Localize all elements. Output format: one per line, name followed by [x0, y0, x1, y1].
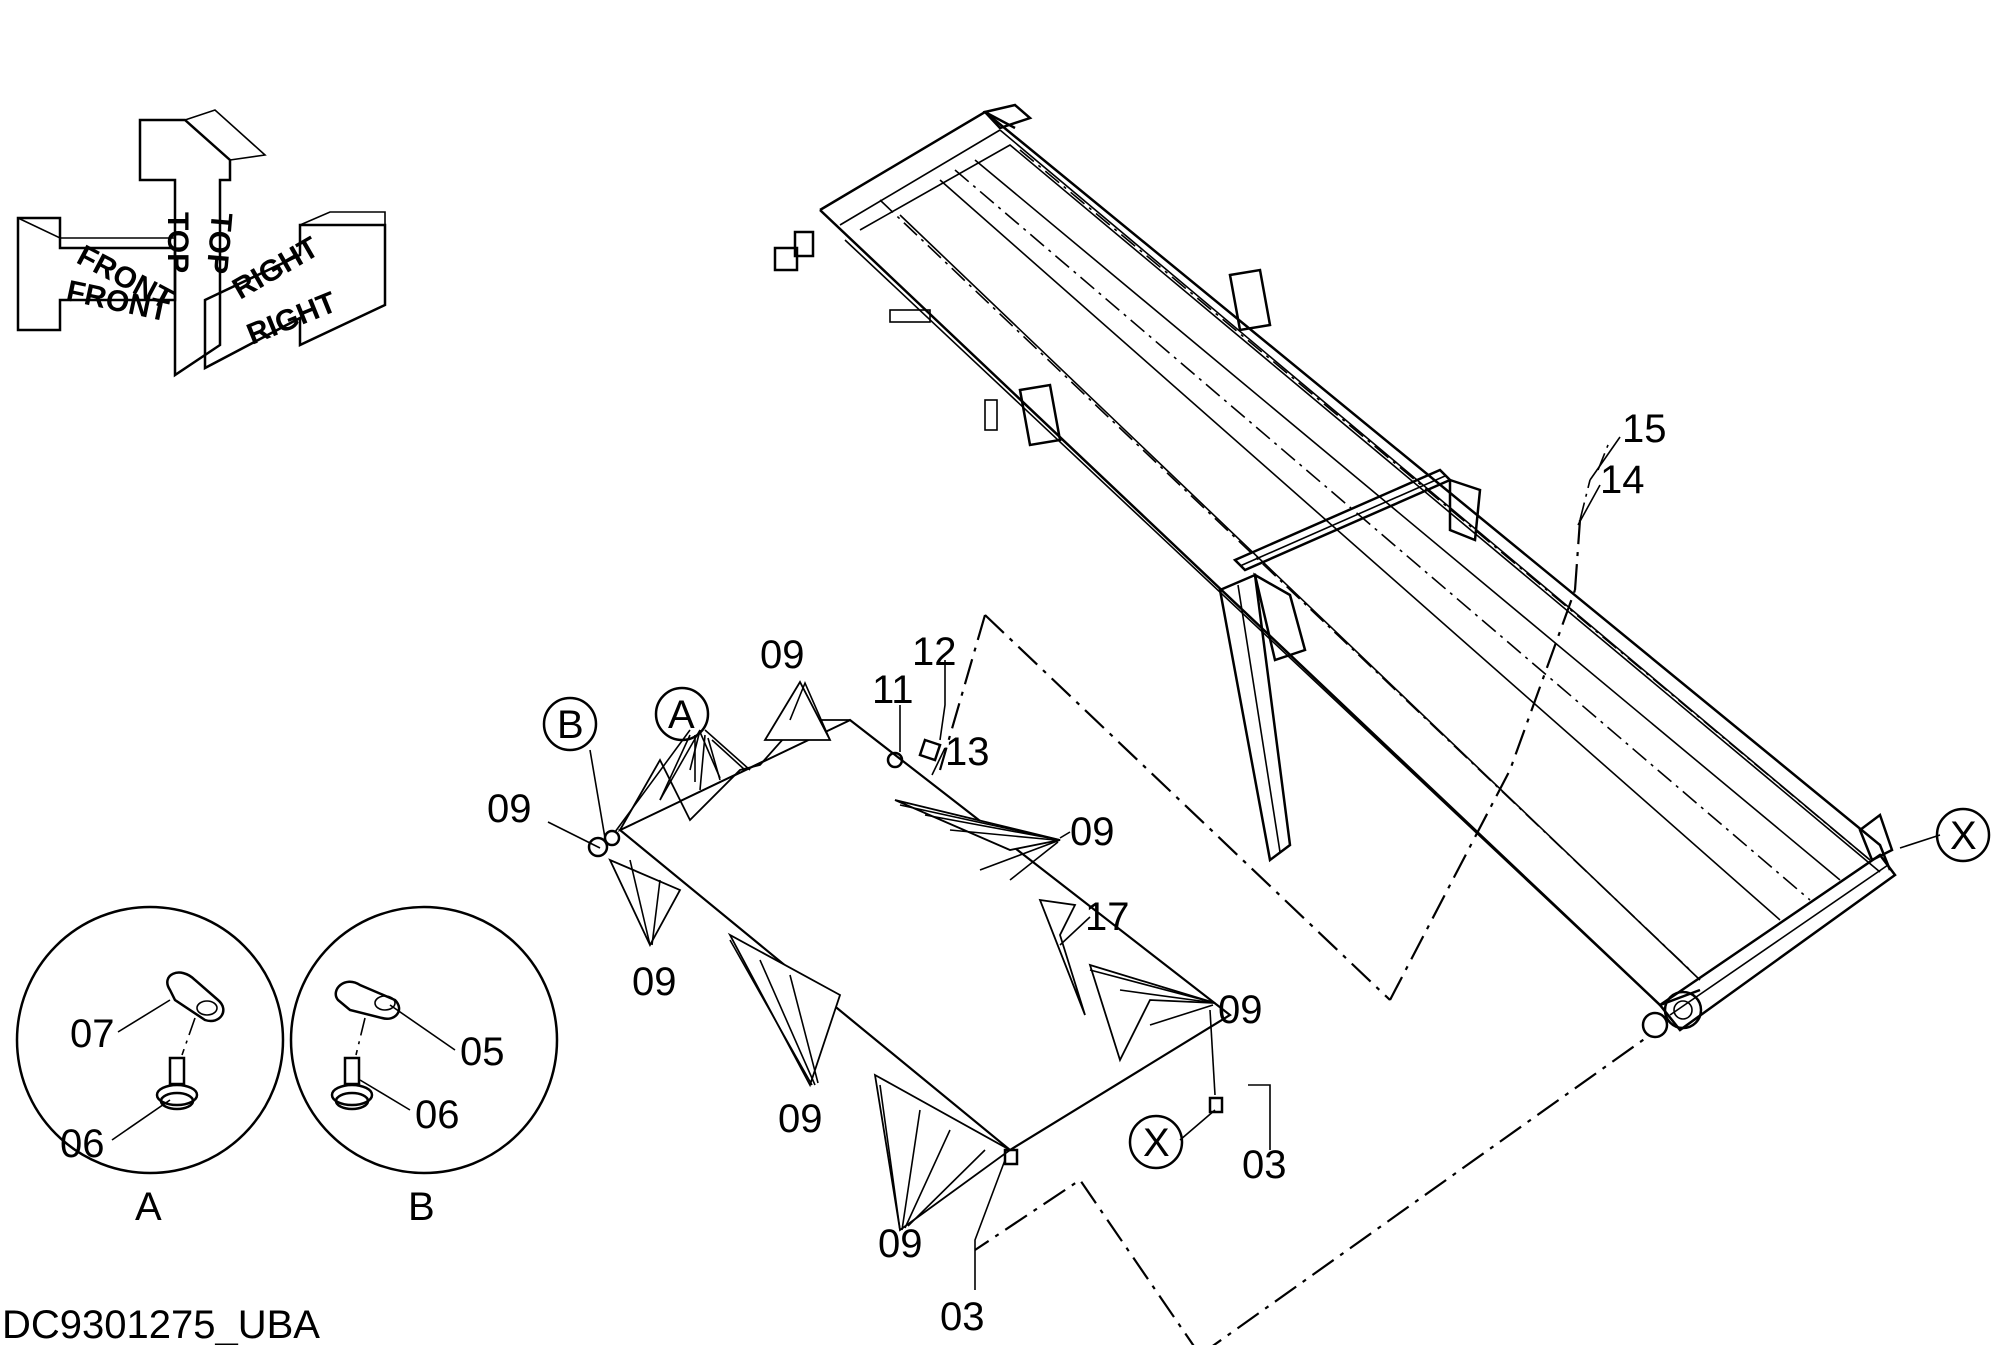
callout-09-upper-right: 09	[1070, 810, 1115, 854]
svg-text:B: B	[557, 703, 584, 747]
marker-b: B	[542, 696, 598, 752]
marker-x-lower: X	[1128, 1114, 1184, 1170]
callout-15: 15	[1622, 407, 1667, 451]
detail-view-b: B	[289, 905, 559, 1230]
callout-07: 07	[70, 1012, 115, 1056]
belt-cover	[587, 680, 1232, 1232]
callout-09-bottom: 09	[878, 1222, 923, 1266]
callout-09-left: 09	[487, 787, 532, 831]
callout-09-lower-left: 09	[632, 960, 677, 1004]
callout-05: 05	[460, 1030, 505, 1074]
callout-03-bottom: 03	[940, 1295, 985, 1339]
svg-text:A: A	[668, 693, 695, 737]
orientation-top-label-side: TOP	[200, 211, 238, 275]
callout-09-middle: 09	[778, 1097, 823, 1141]
construction-lines	[938, 439, 1651, 1345]
leader-lines	[547, 436, 1941, 1290]
orientation-arrows: FRONT FRONT TOP TOP RIGHT RIGHT	[16, 109, 387, 378]
detail-b-label: B	[408, 1185, 435, 1229]
orientation-top-label: TOP	[161, 212, 194, 273]
callout-09-right: 09	[1218, 988, 1263, 1032]
svg-text:X: X	[1950, 814, 1977, 858]
marker-x-upper: X	[1935, 807, 1991, 863]
detail-view-a: A	[15, 905, 285, 1230]
callout-13: 13	[945, 730, 990, 774]
callout-11: 11	[872, 668, 914, 712]
svg-text:X: X	[1143, 1121, 1170, 1165]
callout-14: 14	[1600, 458, 1645, 502]
callout-17: 17	[1085, 895, 1130, 939]
callout-12: 12	[912, 630, 957, 674]
detail-a-label: A	[135, 1185, 162, 1229]
callout-06-b: 06	[415, 1093, 460, 1137]
callout-03-right: 03	[1242, 1143, 1287, 1187]
conveyor-frame	[773, 103, 1897, 1039]
marker-a: A	[654, 686, 710, 742]
callout-09-top: 09	[760, 633, 805, 677]
callout-labels: 15 14 09 12 11 13 09 09 17 09 09 09 03 0…	[60, 407, 1667, 1339]
drawing-code: DC9301275_UBA	[2, 1303, 320, 1345]
callout-06-a: 06	[60, 1122, 105, 1166]
